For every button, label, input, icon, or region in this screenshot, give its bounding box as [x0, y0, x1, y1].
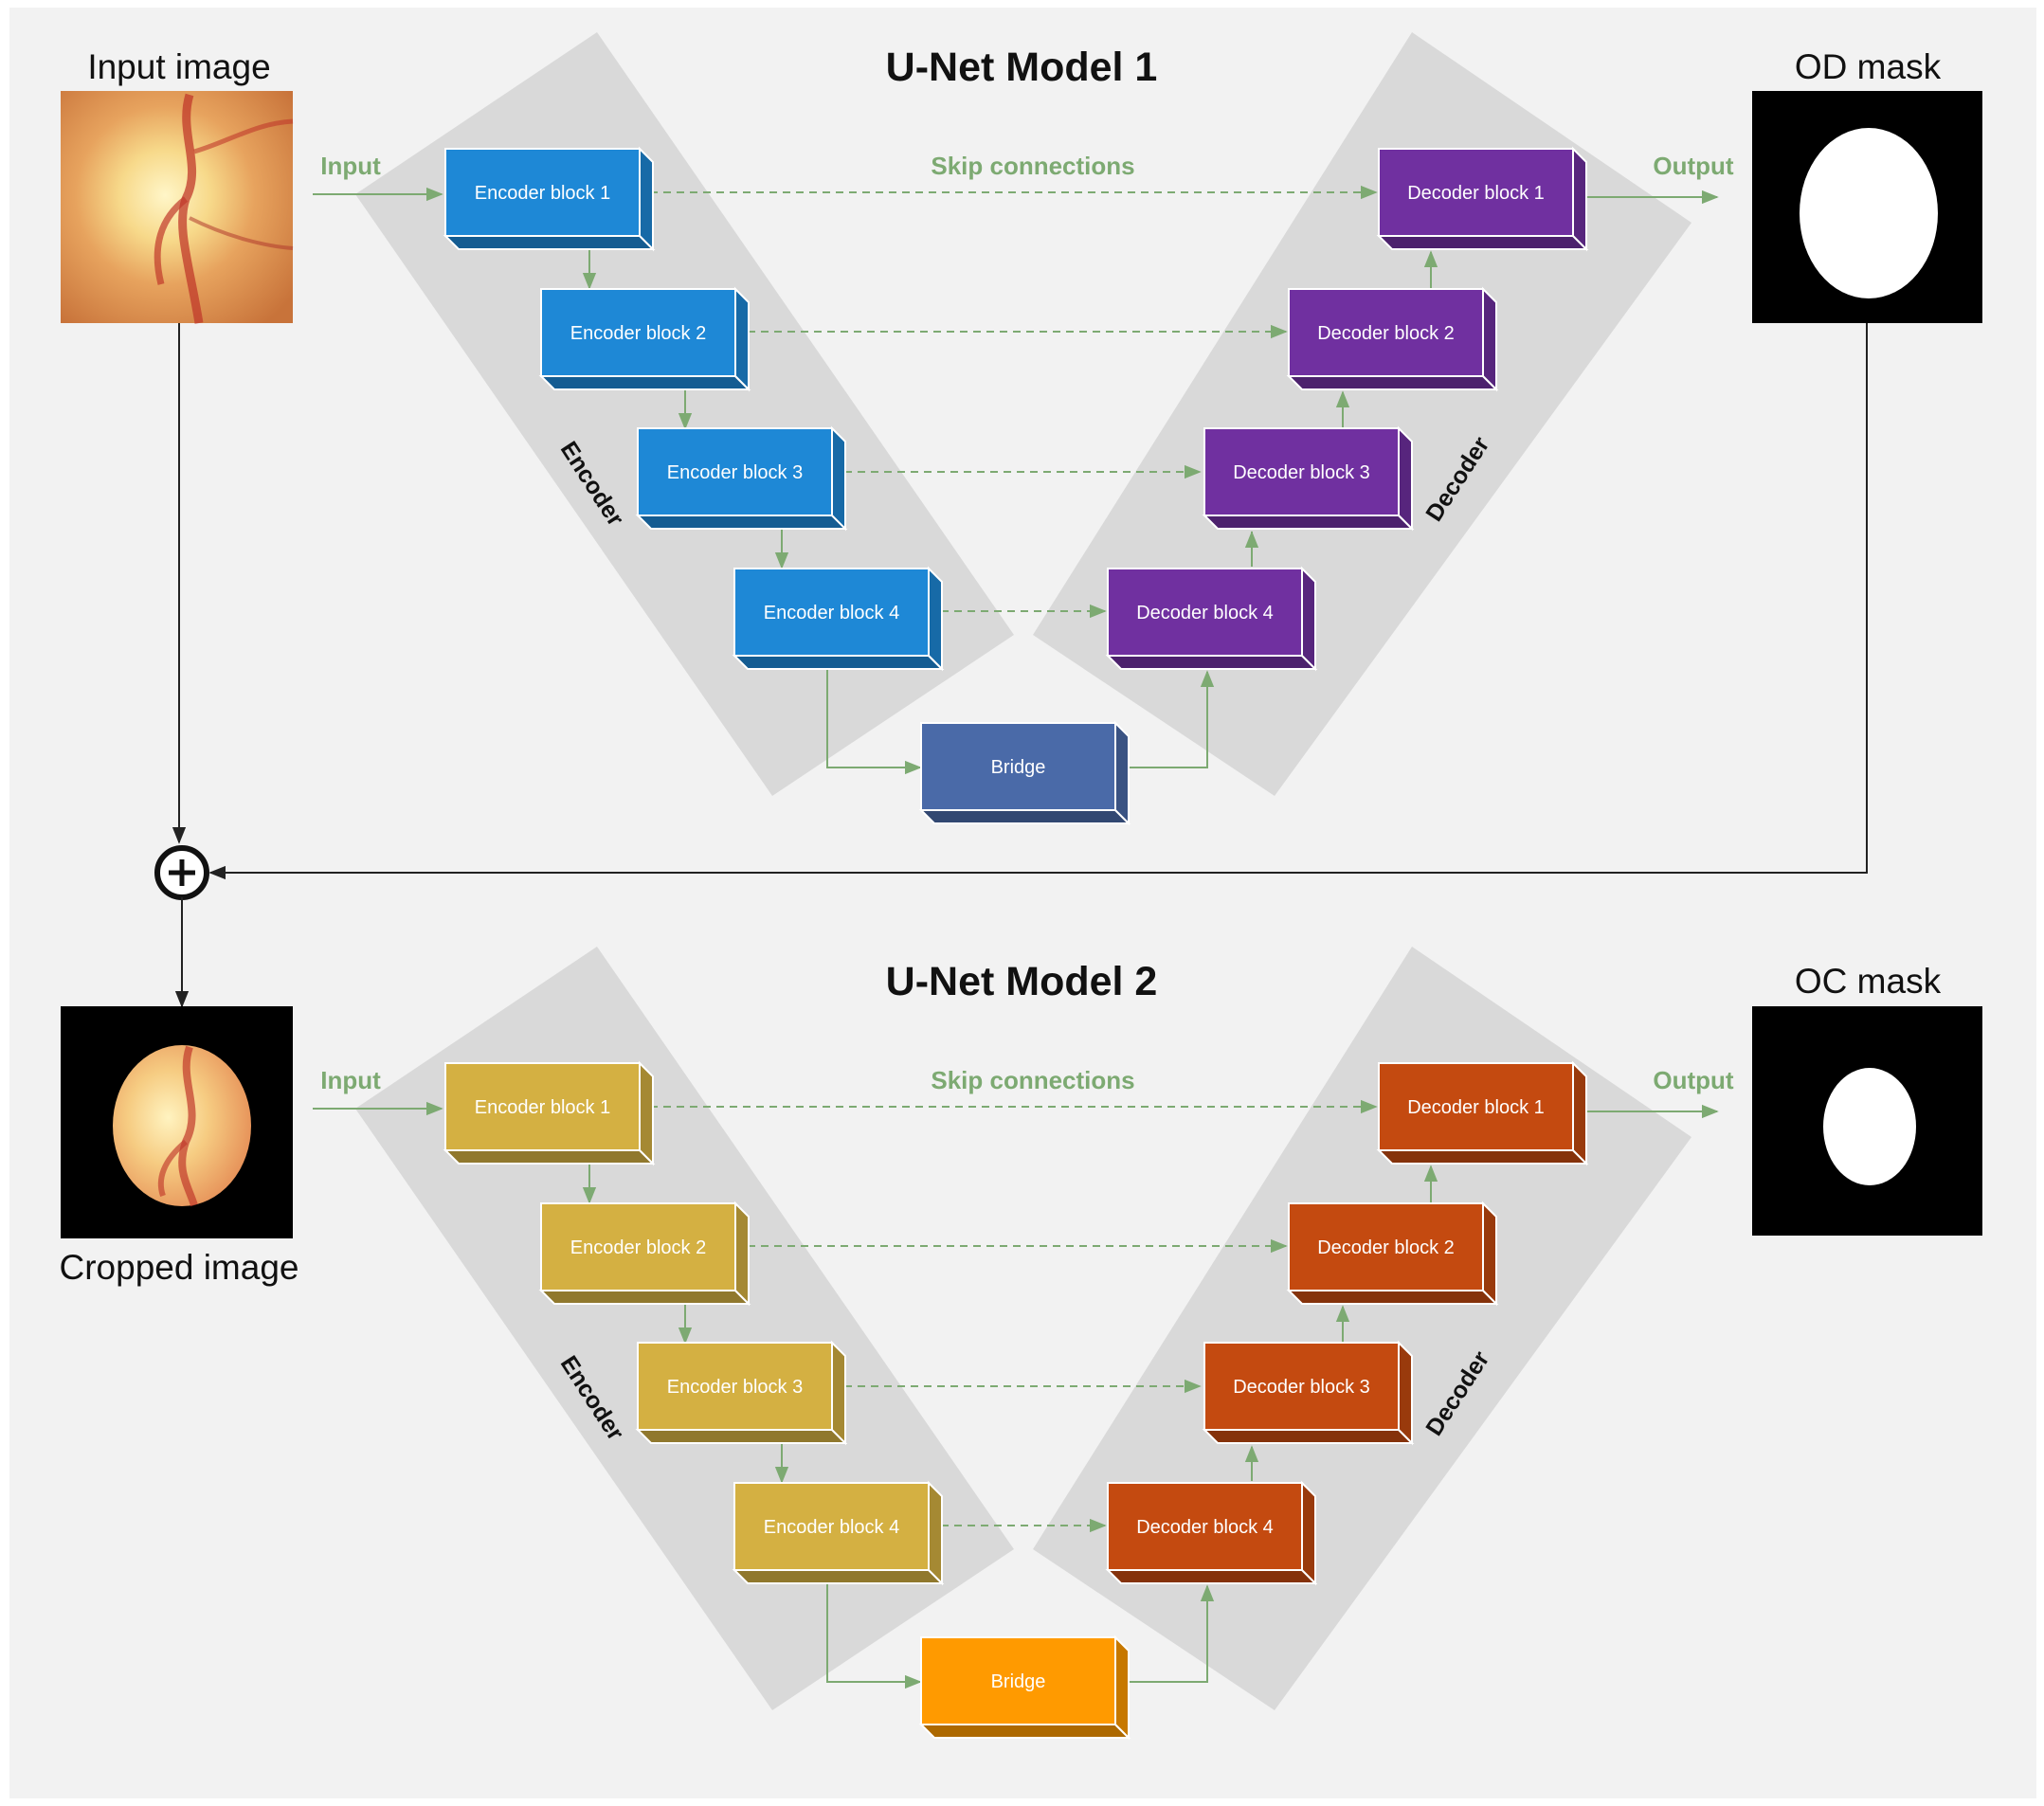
model-1-bridge-block: Bridge	[918, 720, 1131, 826]
unet-model-1: U-Net Model 1 Encoder Decoder Input Skip…	[313, 32, 1982, 826]
sum-operator-icon	[154, 845, 209, 900]
model-1-bridge-block-label: Bridge	[991, 757, 1046, 778]
model-1-encoder-block-2: Encoder block 2	[538, 286, 751, 392]
model-2-encoder-block-1-label: Encoder block 1	[475, 1097, 610, 1118]
model-2-skip-connections	[650, 1099, 1378, 1533]
model-1-decoder-block-2: Decoder block 2	[1286, 286, 1499, 392]
model-2-bridge-block-label: Bridge	[991, 1671, 1046, 1692]
model-2-decoder-block-2-label: Decoder block 2	[1317, 1237, 1455, 1258]
model-1-encoder-block-2-label: Encoder block 2	[570, 323, 706, 344]
model-1-encoder-block-1-label: Encoder block 1	[475, 183, 610, 204]
od-mask-label: OD mask	[1795, 47, 1942, 86]
cropped-image-label: Cropped image	[60, 1248, 299, 1287]
model-2-skip-label: Skip connections	[931, 1066, 1134, 1094]
model-1-title: U-Net Model 1	[886, 45, 1158, 90]
model-1-decoder-block-1-label: Decoder block 1	[1407, 183, 1545, 204]
model-1-skip-connections	[650, 185, 1378, 619]
model-1-output-label: Output	[1653, 152, 1734, 180]
model-2-decoder-block-3: Decoder block 3	[1202, 1340, 1415, 1446]
model-1-decoder-block-3: Decoder block 3	[1202, 425, 1415, 532]
model-2-encoder-block-4-label: Encoder block 4	[764, 1517, 899, 1538]
model-1-encoder-block-1: Encoder block 1	[443, 146, 656, 252]
oc-mask-image	[1752, 1006, 1982, 1236]
model-2-output-label: Output	[1653, 1066, 1734, 1094]
model-1-skip-label: Skip connections	[931, 152, 1134, 180]
model-2-decoder-block-2: Decoder block 2	[1286, 1201, 1499, 1307]
od-mask-image	[1752, 91, 1982, 323]
model-1-decoder-block-1: Decoder block 1	[1376, 146, 1589, 252]
model-2-title: U-Net Model 2	[886, 959, 1158, 1004]
model-2-encoder-block-4: Encoder block 4	[732, 1480, 945, 1586]
model-1-encoder-block-4-label: Encoder block 4	[764, 603, 899, 623]
model-2-input-label: Input	[320, 1066, 381, 1094]
diagram-background	[9, 8, 2036, 1798]
model-2-encoder-block-2-label: Encoder block 2	[570, 1237, 706, 1258]
model-1-encoder-block-3-label: Encoder block 3	[667, 462, 803, 483]
model-2-encoder-block-3: Encoder block 3	[635, 1340, 848, 1446]
model-2-encoder-block-1: Encoder block 1	[443, 1060, 656, 1166]
model-2-decoder-block-4: Decoder block 4	[1105, 1480, 1318, 1586]
model-1-decoder-block-3-label: Decoder block 3	[1233, 462, 1370, 483]
od-mask-to-sum-arrow	[208, 323, 1868, 880]
input-image-label: Input image	[87, 47, 270, 86]
model-2-encoder-block-2: Encoder block 2	[538, 1201, 751, 1307]
model-2-encoder-block-3-label: Encoder block 3	[667, 1377, 803, 1398]
cropped-image	[61, 1006, 293, 1238]
model-2-decoder-block-1: Decoder block 1	[1376, 1060, 1589, 1166]
unet-model-2: U-Net Model 2 Encoder Decoder Input Skip…	[313, 947, 1982, 1741]
oc-mask-label: OC mask	[1795, 962, 1942, 1001]
model-1-decoder-block-2-label: Decoder block 2	[1317, 323, 1455, 344]
model-1-decoder-block-4-label: Decoder block 4	[1136, 603, 1274, 623]
model-2-decoder-block-1-label: Decoder block 1	[1407, 1097, 1545, 1118]
model-1-decoder-block-4: Decoder block 4	[1105, 566, 1318, 672]
model-2-bridge-block: Bridge	[918, 1634, 1131, 1741]
model-1-encoder-block-4: Encoder block 4	[732, 566, 945, 672]
model-2-decoder-block-4-label: Decoder block 4	[1136, 1517, 1274, 1538]
model-2-decoder-block-3-label: Decoder block 3	[1233, 1377, 1370, 1398]
input-fundus-image	[61, 91, 294, 324]
model-1-input-label: Input	[320, 152, 381, 180]
model-1-encoder-block-3: Encoder block 3	[635, 425, 848, 532]
